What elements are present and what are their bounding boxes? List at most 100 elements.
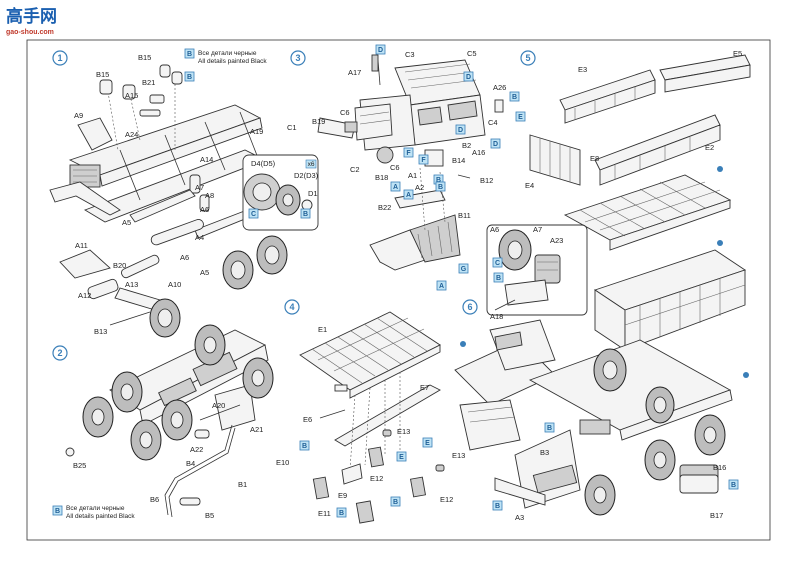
svg-text:E: E — [425, 440, 430, 447]
svg-text:B25: B25 — [73, 461, 86, 470]
svg-text:D: D — [458, 127, 463, 134]
svg-text:gao-shou.com: gao-shou.com — [6, 29, 54, 36]
svg-text:E: E — [518, 114, 523, 121]
step1-labels: B15 B15 B21 A15 A9 A24 A19 A14 A7 A8 A6 … — [74, 53, 319, 336]
svg-text:B: B — [393, 499, 398, 506]
svg-text:A: A — [406, 192, 411, 199]
svg-text:E5: E5 — [733, 49, 742, 58]
svg-text:A5: A5 — [200, 268, 209, 277]
svg-text:C4: C4 — [488, 118, 498, 127]
svg-text:D: D — [493, 141, 498, 148]
step1-tags: B B C — [184, 71, 311, 219]
svg-text:A5: A5 — [122, 218, 131, 227]
svg-text:B11: B11 — [458, 211, 471, 220]
svg-text:A11: A11 — [75, 241, 88, 250]
svg-text:B: B — [495, 503, 500, 510]
svg-text:B5: B5 — [205, 511, 214, 520]
svg-text:C6: C6 — [340, 108, 350, 117]
svg-text:E1: E1 — [318, 325, 327, 334]
svg-text:F: F — [406, 150, 411, 157]
svg-text:C: C — [251, 211, 256, 218]
svg-text:B13: B13 — [94, 327, 107, 336]
svg-text:B12: B12 — [480, 176, 493, 185]
step2-exhaust — [65, 424, 236, 518]
svg-text:B22: B22 — [378, 203, 391, 212]
svg-text:A24: A24 — [125, 130, 138, 139]
svg-text:B6: B6 — [150, 495, 159, 504]
svg-text:A26: A26 — [493, 83, 506, 92]
svg-text:A9: A9 — [74, 111, 83, 120]
svg-text:Все детали черные: Все детали черные — [66, 505, 125, 512]
svg-text:B: B — [187, 51, 192, 58]
svg-text:A: A — [439, 283, 444, 290]
step1-qty-badge: x6 — [305, 159, 317, 169]
svg-text:B15: B15 — [138, 53, 151, 62]
svg-text:A8: A8 — [205, 191, 214, 200]
svg-text:C6: C6 — [390, 163, 400, 172]
svg-text:E10: E10 — [276, 458, 289, 467]
step5-assembled-bed — [593, 249, 747, 351]
svg-text:B17: B17 — [710, 511, 723, 520]
svg-text:A17: A17 — [348, 68, 361, 77]
step4-tags: E E B B B — [299, 437, 433, 518]
svg-text:E6: E6 — [303, 415, 312, 424]
step6-labels: A6 A7 A23 A18 B3 B16 B17 A3 — [490, 225, 726, 522]
svg-text:B: B — [302, 443, 307, 450]
step4-labels: E1 E7 E6 E13 E13 E10 E12 E9 E11 E12 — [276, 325, 465, 518]
svg-text:C5: C5 — [467, 49, 477, 58]
svg-text:A6: A6 — [180, 253, 189, 262]
step2-labels: A20 A21 A22 B4 B1 B25 B6 B5 — [73, 401, 263, 520]
step4-mudflaps — [312, 429, 445, 524]
svg-text:A2: A2 — [415, 183, 424, 192]
svg-text:A1: A1 — [408, 171, 417, 180]
svg-text:E4: E4 — [525, 181, 534, 190]
svg-text:E12: E12 — [370, 474, 383, 483]
svg-text:C3: C3 — [405, 50, 415, 59]
svg-text:A15: A15 — [125, 91, 138, 100]
svg-text:2: 2 — [57, 348, 62, 358]
svg-text:A14: A14 — [200, 155, 213, 164]
svg-text:B15: B15 — [96, 70, 109, 79]
svg-text:A22: A22 — [190, 445, 203, 454]
step3-tags: D D E B D F F B A A G A B D — [375, 44, 526, 291]
svg-text:C: C — [495, 260, 500, 267]
step3-seat — [369, 167, 471, 271]
svg-text:A19: A19 — [250, 127, 263, 136]
svg-text:G: G — [461, 266, 467, 273]
svg-text:E2: E2 — [705, 143, 714, 152]
svg-text:A18: A18 — [490, 312, 503, 321]
watermark-logo: 高手网 gao-shou.com — [6, 6, 57, 36]
svg-text:D4(D5): D4(D5) — [251, 159, 276, 168]
svg-text:A7: A7 — [533, 225, 542, 234]
svg-text:4: 4 — [289, 302, 294, 312]
svg-text:A3: A3 — [515, 513, 524, 522]
svg-text:B: B — [303, 211, 308, 218]
svg-text:B3: B3 — [540, 448, 549, 457]
svg-text:B: B — [55, 508, 60, 515]
svg-text:A21: A21 — [250, 425, 263, 434]
svg-text:B21: B21 — [142, 78, 155, 87]
svg-text:B19: B19 — [312, 117, 325, 126]
svg-text:B: B — [436, 177, 441, 184]
svg-text:D: D — [466, 74, 471, 81]
step1-wheels — [149, 235, 288, 338]
svg-text:D: D — [378, 47, 383, 54]
svg-text:E: E — [399, 454, 404, 461]
svg-text:高手网: 高手网 — [6, 6, 57, 26]
svg-text:D1: D1 — [308, 189, 318, 198]
svg-text:B: B — [731, 482, 736, 489]
svg-text:B: B — [438, 184, 443, 191]
step5-connectors — [460, 166, 749, 378]
step-5-number: 5 — [520, 50, 536, 66]
svg-text:A10: A10 — [168, 280, 181, 289]
step-1-number: 1 — [52, 50, 68, 66]
svg-text:B: B — [496, 275, 501, 282]
svg-text:6: 6 — [467, 302, 472, 312]
svg-text:F: F — [421, 157, 426, 164]
step3-labels: A17 C3 C5 A26 C4 B19 C1 C6 C2 B2 A16 B18… — [287, 49, 506, 220]
svg-text:B14: B14 — [452, 156, 465, 165]
svg-text:Все детали черные: Все детали черные — [198, 50, 257, 57]
svg-text:E11: E11 — [318, 509, 331, 518]
svg-text:A13: A13 — [125, 280, 138, 289]
step1-paint-note: B Все детали черные All details painted … — [184, 48, 267, 65]
